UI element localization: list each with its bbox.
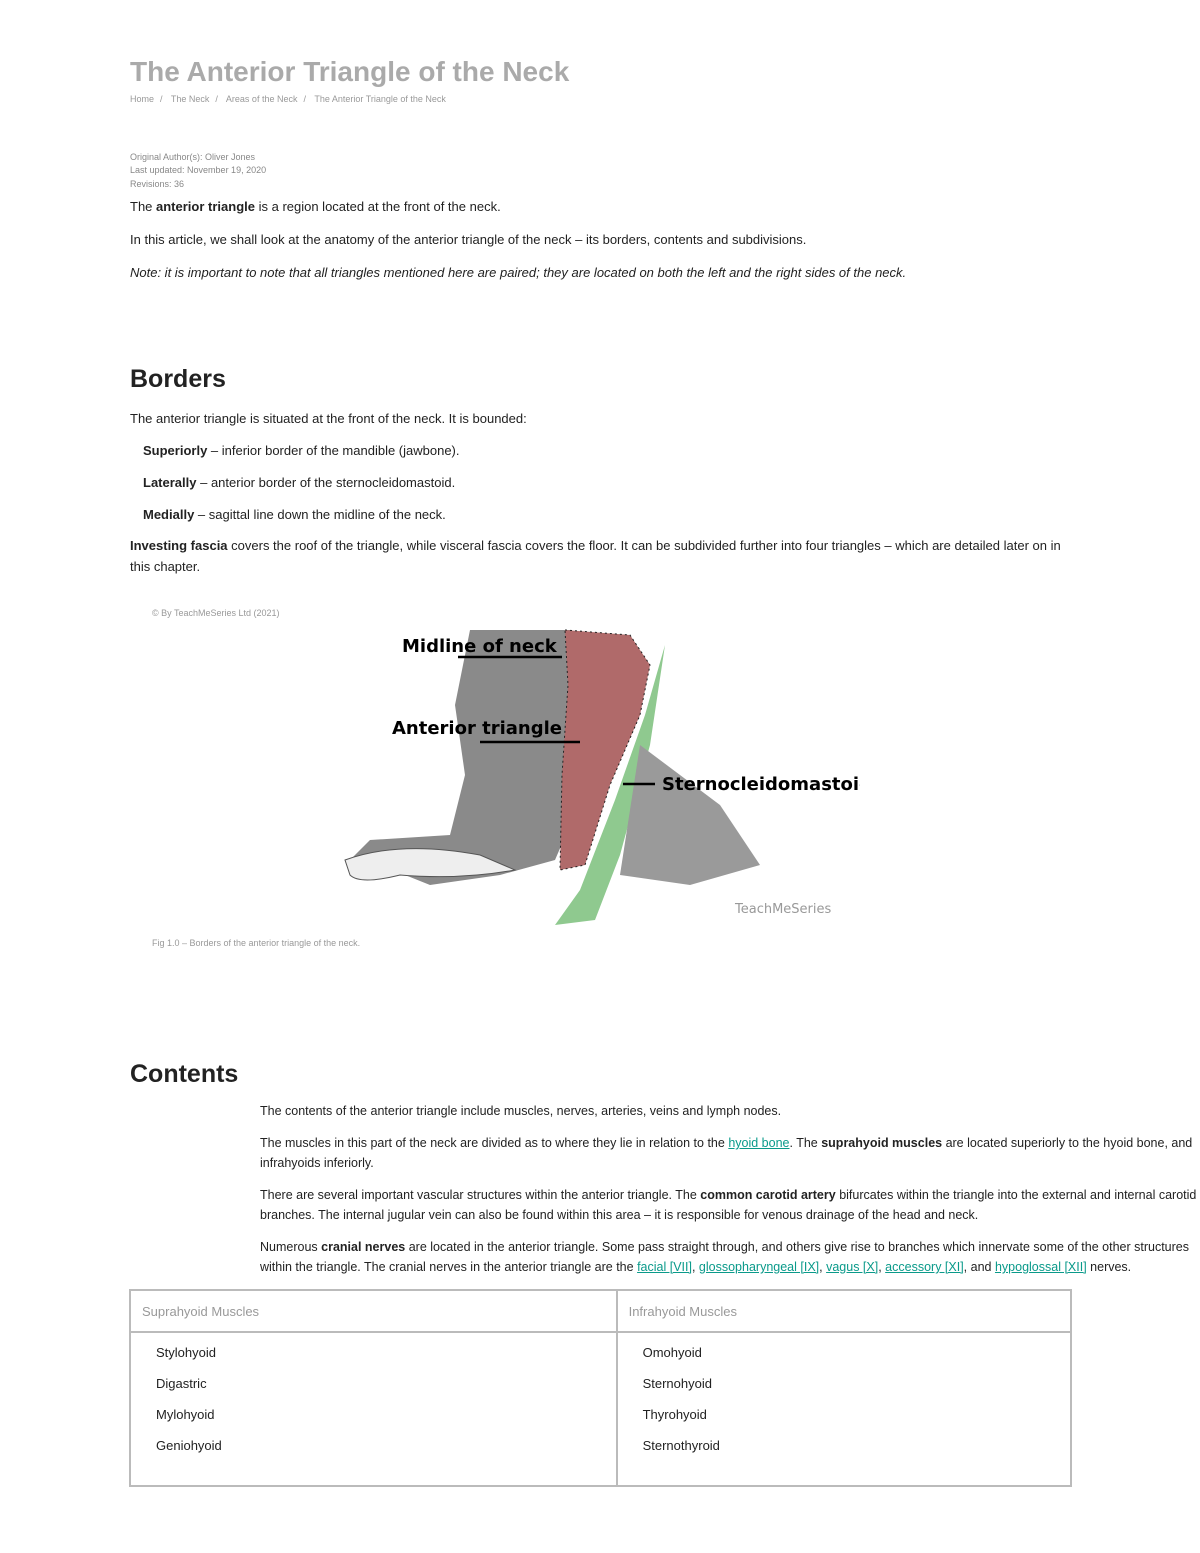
image-credit: © By TeachMeSeries Ltd (2021) <box>152 608 280 618</box>
note: Note: it is important to note that all t… <box>130 265 907 280</box>
hypoglossal-nerve-link[interactable]: hypoglossal [XII] <box>994 1260 1087 1274</box>
lateral-muscles <box>620 745 760 885</box>
page-title: The Anterior Triangle of the Neck <box>130 56 570 87</box>
table-header: Suprahyoid Muscles <box>129 1289 618 1333</box>
revisions: Revisions: 36 <box>130 179 185 189</box>
contents-heading: Contents <box>130 1060 239 1088</box>
breadcrumb-home[interactable]: Home <box>130 94 155 104</box>
contents-section: Contents The contents of the anterior tr… <box>129 1060 1200 1487</box>
list-item: Mylohyoid <box>156 1407 215 1422</box>
glossopharyngeal-nerve-link[interactable]: glossopharyngeal [IX] <box>698 1260 820 1274</box>
hyoid-bone-link[interactable]: hyoid bone <box>728 1136 790 1150</box>
neck-anatomy-figure: Midline of neck Anterior triangle Sterno… <box>344 629 860 925</box>
list-item: Geniohyoid <box>156 1438 222 1453</box>
border-item: Medially – sagittal line down the midlin… <box>143 507 446 522</box>
breadcrumb: Home/ The Neck/ Areas of the Neck/ The A… <box>130 94 446 104</box>
neck-muscles <box>350 630 590 885</box>
table-header: Infrahyoid Muscles <box>615 1289 1073 1333</box>
list-item: Sternothyroid <box>642 1438 720 1453</box>
intro-paragraph-2: In this article, we shall look at the an… <box>130 232 807 247</box>
figure-caption: Fig 1.0 – Borders of the anterior triang… <box>152 938 361 948</box>
vascular-paragraph: There are several important vascular str… <box>260 1185 1200 1225</box>
cranial-nerves-bold: cranial nerves <box>321 1240 406 1254</box>
suprahyoid-list: Stylohyoid Digastric Mylohyoid Geniohyoi… <box>129 1331 618 1487</box>
border-item: Laterally – anterior border of the stern… <box>143 475 456 490</box>
breadcrumb-current: The Anterior Triangle of the Neck <box>314 94 446 104</box>
list-item: Thyrohyoid <box>642 1407 707 1422</box>
anterior-triangle-region <box>559 629 651 871</box>
nerves-paragraph: Numerous cranial nerves are located in t… <box>260 1237 1200 1277</box>
copyright-icon: © <box>152 608 159 618</box>
facial-nerve-link[interactable]: facial [VII] <box>637 1260 692 1274</box>
watermark-logo: TeachMeSeries <box>734 902 832 917</box>
last-updated: Last updated: November 19, 2020 <box>130 165 267 175</box>
vagus-nerve-link[interactable]: vagus [X] <box>826 1260 879 1274</box>
nerves-text-body: are located in the anterior triangle. So… <box>260 1240 1189 1274</box>
intro-paragraph: The anterior triangle is a region locate… <box>130 199 501 214</box>
list-item: Stylohyoid <box>156 1345 216 1360</box>
nerves-text-start: Numerous <box>260 1240 322 1254</box>
accessory-nerve-link[interactable]: accessory [XI] <box>885 1260 964 1274</box>
borders-intro: The anterior triangle is situated at the… <box>130 411 527 426</box>
breadcrumb-neck[interactable]: The Neck <box>170 94 210 104</box>
contents-intro: The contents of the anterior triangle in… <box>260 1101 1200 1121</box>
breadcrumb-areas[interactable]: Areas of the Neck <box>225 94 298 104</box>
muscles-paragraph: The muscles in this part of the neck are… <box>260 1133 1200 1173</box>
label-midline: Midline of neck <box>402 636 558 657</box>
label-anterior-triangle: Anterior triangle <box>392 718 562 739</box>
clavicle <box>344 848 517 881</box>
border-item: Superiorly – inferior border of the mand… <box>143 443 460 458</box>
list-item: Omohyoid <box>642 1345 702 1360</box>
label-sternocleidomastoid: Sternocleidomastoid <box>662 774 860 795</box>
infrahyoid-list: Omohyoid Sternohyoid Thyrohyoid Sternoth… <box>615 1331 1073 1487</box>
fascia-paragraph: Investing fascia covers the roof of the … <box>130 538 1061 574</box>
list-item: Digastric <box>156 1376 207 1391</box>
list-item: Sternohyoid <box>642 1376 712 1391</box>
author: Original Author(s): Oliver Jones <box>130 152 256 162</box>
borders-heading: Borders <box>130 365 226 393</box>
sternocleidomastoid-region <box>555 645 665 925</box>
